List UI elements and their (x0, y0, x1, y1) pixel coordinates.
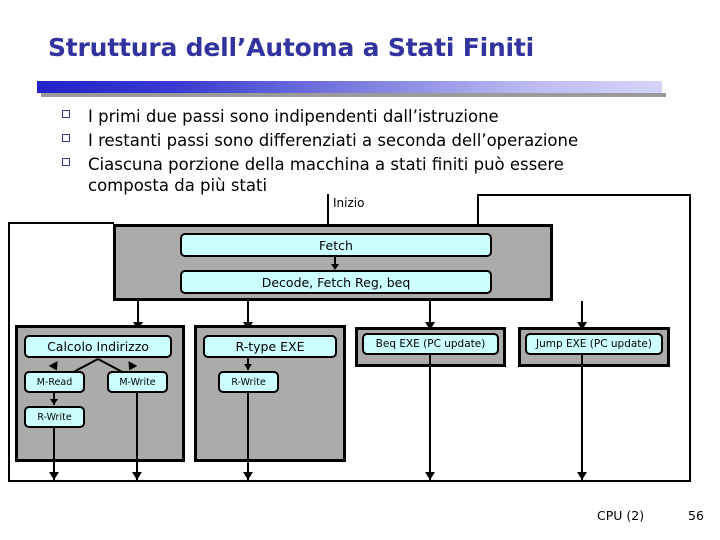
jump-exit-line (581, 355, 583, 481)
state-box-rtype-exe[interactable]: R-type EXE (203, 335, 337, 358)
bullet-square-icon (62, 110, 70, 118)
start-arrow-line (327, 194, 329, 236)
footer-page-number: 56 (688, 508, 704, 523)
branch-line-jump (581, 301, 583, 328)
memory-mwrite-exit-arrowhead (132, 472, 142, 480)
feedback-entry-line (477, 194, 479, 236)
fetch-to-decode-line (334, 257, 336, 268)
bullet-text: composta da più stati (88, 176, 268, 195)
bullet-item-2: I restanti passi sono differenziati a se… (62, 130, 578, 151)
feedback-right-line (689, 194, 691, 482)
branch-line-beq (429, 301, 431, 328)
feedback-left-top-line (8, 222, 114, 224)
state-box-beq-exe[interactable]: Beq EXE (PC update) (362, 333, 499, 355)
state-box-m-write[interactable]: M-Write (107, 371, 168, 393)
page-title: Struttura dell’Automa a Stati Finiti (48, 33, 535, 62)
state-box-calcolo-indirizzo[interactable]: Calcolo Indirizzo (24, 335, 172, 358)
bullet-square-icon (62, 134, 70, 142)
feedback-bottom-line (8, 480, 691, 482)
rtype-exit-arrowhead (243, 472, 253, 480)
state-box-r-write-memory[interactable]: R-Write (24, 406, 85, 428)
bullet-text: I primi due passi sono indipendenti dall… (88, 107, 499, 126)
branch-arrow-jump (577, 322, 587, 330)
title-divider-shadow (41, 93, 666, 97)
start-label: Inizio (333, 196, 365, 210)
bullet-square-icon (62, 158, 70, 166)
state-box-m-read[interactable]: M-Read (24, 371, 85, 393)
state-box-fetch[interactable]: Fetch (180, 233, 492, 257)
rtype-exit-line (247, 393, 249, 481)
branch-line-rtype (247, 301, 249, 328)
state-box-jump-exe[interactable]: Jump EXE (PC update) (525, 333, 663, 355)
state-box-decode[interactable]: Decode, Fetch Reg, beq (180, 270, 492, 294)
bullet-text: Ciascuna porzione della macchina a stati… (88, 155, 564, 174)
memory-rwrite-exit-line (53, 428, 55, 481)
bullet-item-3: Ciascuna porzione della macchina a stati… (62, 154, 564, 175)
title-divider-bar (37, 81, 662, 93)
footer-label: CPU (2) (597, 508, 645, 523)
branch-arrow-beq (425, 322, 435, 330)
feedback-left-line (8, 222, 10, 481)
state-box-r-write-rtype[interactable]: R-Write (218, 371, 279, 393)
memory-mwrite-exit-line (136, 393, 138, 481)
bullet-text: I restanti passi sono differenziati a se… (88, 131, 579, 150)
memory-rwrite-exit-arrowhead (49, 472, 59, 480)
beq-exit-arrowhead (425, 472, 435, 480)
beq-exit-line (429, 355, 431, 481)
bullet-item-3-continued: composta da più stati (88, 175, 267, 196)
rtype-to-rwrite-arrowhead (244, 364, 252, 370)
fetch-to-decode-arrowhead (331, 264, 339, 270)
feedback-top-line (477, 194, 691, 196)
jump-exit-arrowhead (577, 472, 587, 480)
bullet-item-1: I primi due passi sono indipendenti dall… (62, 106, 499, 127)
branch-line-memory (137, 301, 139, 328)
mread-to-rwrite-arrowhead (50, 399, 58, 405)
